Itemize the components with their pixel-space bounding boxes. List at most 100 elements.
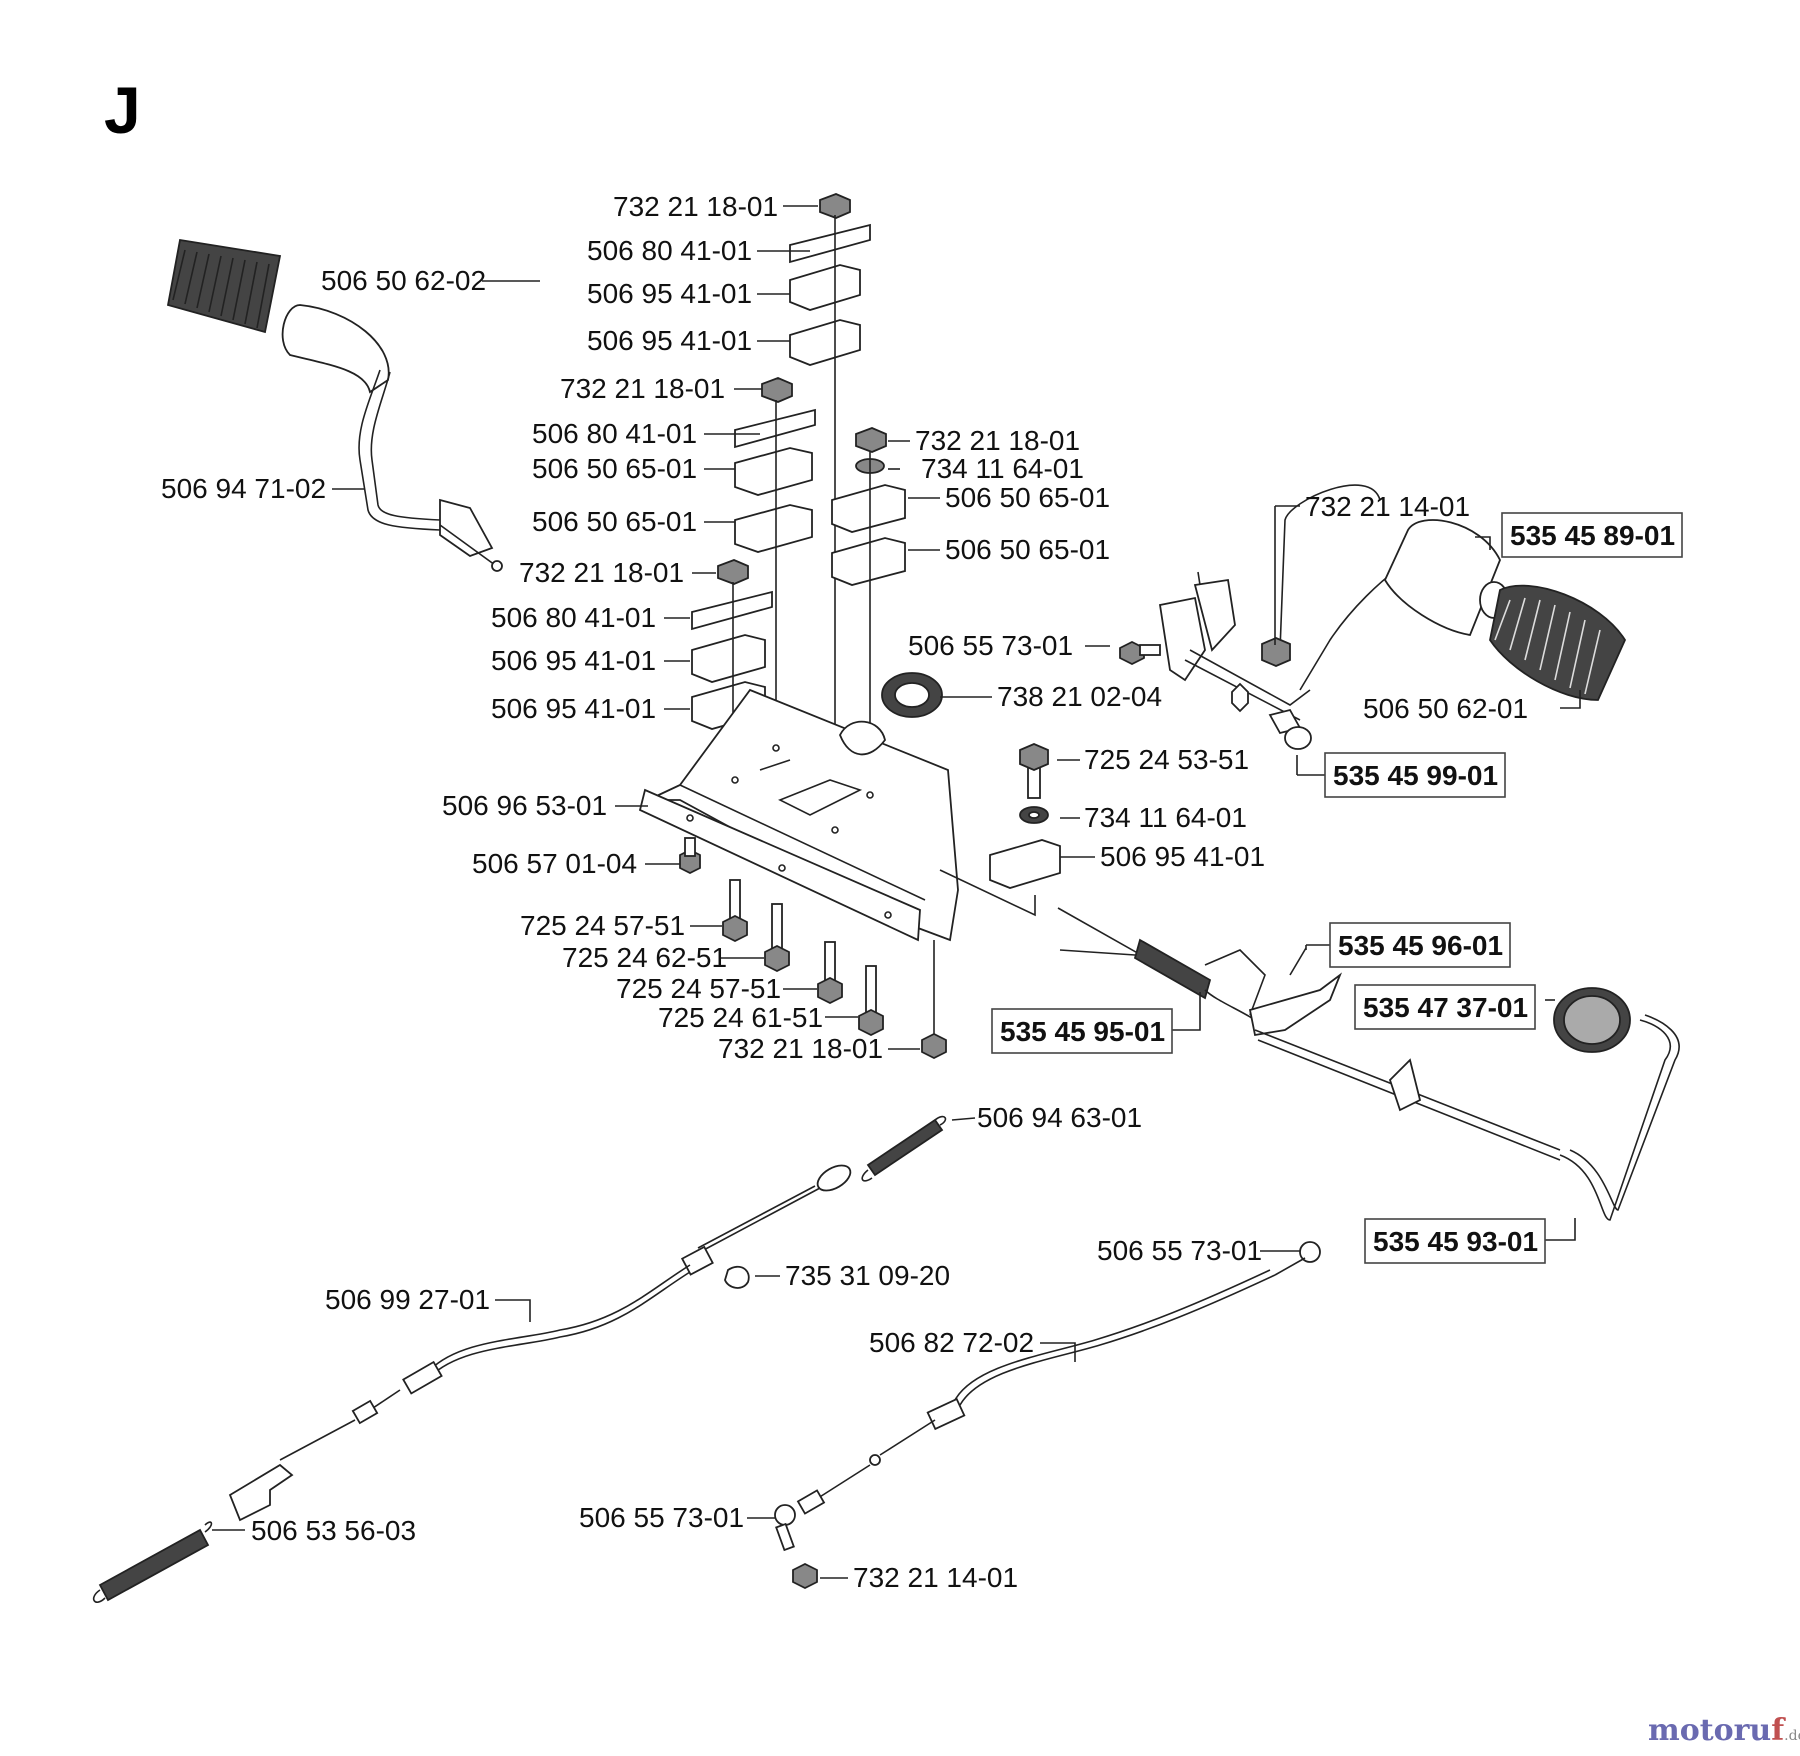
- nut-ball-joint: [792, 1562, 818, 1590]
- label-part-new: 535 45 99-01: [1333, 760, 1498, 791]
- hole-2: [772, 744, 780, 752]
- bolt-lever-head: [1119, 640, 1145, 666]
- plate-top-1: [789, 223, 871, 264]
- block-mid-right-2: [831, 537, 906, 586]
- hole-1: [731, 776, 739, 784]
- rod-clip: [1388, 1058, 1422, 1112]
- label-part: 506 50 62-02: [321, 265, 486, 296]
- label-part: 506 95 41-01: [1100, 841, 1265, 872]
- label-part: 732 21 18-01: [915, 425, 1080, 456]
- label-part: 506 80 41-01: [532, 418, 697, 449]
- part-labels: 732 21 18-01 506 80 41-01 506 95 41-01 5…: [161, 191, 1675, 1593]
- plate-lower-left: [691, 590, 773, 631]
- hole-5: [686, 814, 694, 822]
- pedal-bracket-left: [439, 498, 494, 558]
- label-part-new: 535 45 89-01: [1510, 520, 1675, 551]
- label-part: 732 21 18-01: [560, 373, 725, 404]
- plate-slot-2: [759, 759, 791, 771]
- cable-nut-1: [351, 1399, 379, 1425]
- label-part: 506 82 72-02: [869, 1327, 1034, 1358]
- ball-joint: [774, 1504, 796, 1526]
- bolt-head-4: [858, 1008, 884, 1037]
- label-part: 506 99 27-01: [325, 1284, 490, 1315]
- washer-shaft: [1231, 682, 1249, 713]
- cable2-sheath-2: [954, 1269, 1271, 1401]
- pedal-pad-right: [1489, 584, 1627, 701]
- spring-upper: [866, 1118, 944, 1177]
- rod-bend-2: [1569, 1014, 1680, 1211]
- cable2-nut: [796, 1489, 826, 1515]
- plate-bearing-seat: [839, 720, 886, 756]
- mount-stack-top: [789, 193, 871, 880]
- plate-edge: [679, 784, 926, 901]
- mount-stack-mid-left: [734, 377, 816, 760]
- nut-lower-left: [717, 559, 749, 585]
- base-plate: [638, 688, 1036, 942]
- nut-top-1: [819, 193, 851, 219]
- label-part-new: 535 47 37-01: [1363, 992, 1528, 1023]
- label-part: 506 80 41-01: [491, 602, 656, 633]
- washer-right-hole: [1028, 811, 1040, 819]
- box-535-45-99-01: [1324, 752, 1506, 798]
- hole-7: [884, 911, 892, 919]
- cable-inner: [279, 1419, 356, 1461]
- block-mid-left-1: [734, 447, 813, 496]
- lever-bracket-2: [1193, 578, 1236, 652]
- label-part: 506 55 73-01: [908, 630, 1073, 661]
- spring-upper-hook-2: [861, 1169, 873, 1182]
- spring-rod-assembly: [1057, 907, 1680, 1221]
- watermark-brand-a: motoru: [1648, 1713, 1771, 1748]
- pivot-end-left: [491, 560, 503, 572]
- cable2-inner: [879, 1419, 936, 1456]
- label-part: 506 95 41-01: [491, 645, 656, 676]
- label-part: 732 21 14-01: [1305, 491, 1470, 522]
- bolts-under-plate: [679, 837, 947, 1060]
- leader-lines: [212, 205, 1581, 1579]
- bushing: [1284, 726, 1312, 750]
- bolt-stem-4: [865, 965, 877, 1017]
- label-part-new: 535 45 93-01: [1373, 1226, 1538, 1257]
- cable-thread: [369, 1389, 401, 1411]
- nut-lever: [1261, 637, 1291, 667]
- cable2-inner-2: [814, 1464, 871, 1501]
- clip-ring: [724, 1265, 750, 1289]
- label-part: 506 50 62-01: [1363, 693, 1528, 724]
- cable-wire-upper: [699, 1187, 821, 1253]
- nut-bottom: [921, 1032, 947, 1060]
- shaft-upper: [1279, 484, 1381, 651]
- bolt-head-1: [722, 914, 748, 943]
- link-wire: [1204, 949, 1266, 1016]
- cable-ferrule: [680, 1245, 714, 1276]
- label-part: 725 24 62-51: [562, 942, 727, 973]
- bolt-head-2: [764, 944, 790, 973]
- label-part-new: 535 45 95-01: [1000, 1016, 1165, 1047]
- label-part: 725 24 57-51: [520, 910, 685, 941]
- rod-bend: [1559, 1019, 1671, 1221]
- lever-pin: [1197, 571, 1201, 586]
- label-part: 735 31 09-20: [785, 1260, 950, 1291]
- spring-lower-hook-2: [204, 1521, 213, 1533]
- box-535-45-95-01: [991, 1008, 1173, 1054]
- bearing-inner: [894, 682, 930, 708]
- label-part: 506 50 65-01: [945, 482, 1110, 513]
- cable2-sheath: [959, 1274, 1276, 1406]
- label-part: 725 24 61-51: [658, 1002, 823, 1033]
- nut-mid-right: [855, 427, 887, 453]
- cable2-top-eye: [1299, 1241, 1321, 1263]
- cable-sheath: [429, 1264, 691, 1371]
- cable2-ferrule: [926, 1397, 966, 1431]
- spring-coil: [1133, 938, 1212, 1000]
- watermark-logo: motoruf.de: [1648, 1713, 1800, 1748]
- spring-506-53-56: [92, 1521, 213, 1603]
- plate-extension-line: [939, 869, 1036, 917]
- label-part: 506 80 41-01: [587, 235, 752, 266]
- cable-506-99-27: [228, 1164, 852, 1522]
- pedal-ribs-right: [1494, 597, 1601, 695]
- box-535-45-89-01: [1501, 512, 1683, 558]
- block-mid-right-1: [831, 484, 906, 533]
- cable-wire-upper-2: [697, 1185, 816, 1249]
- pedal-ribs-left: [172, 249, 270, 329]
- spring-coil-right: [1133, 938, 1212, 1000]
- label-part: 506 57 01-04: [472, 848, 637, 879]
- label-part: 738 21 02-04: [997, 681, 1162, 712]
